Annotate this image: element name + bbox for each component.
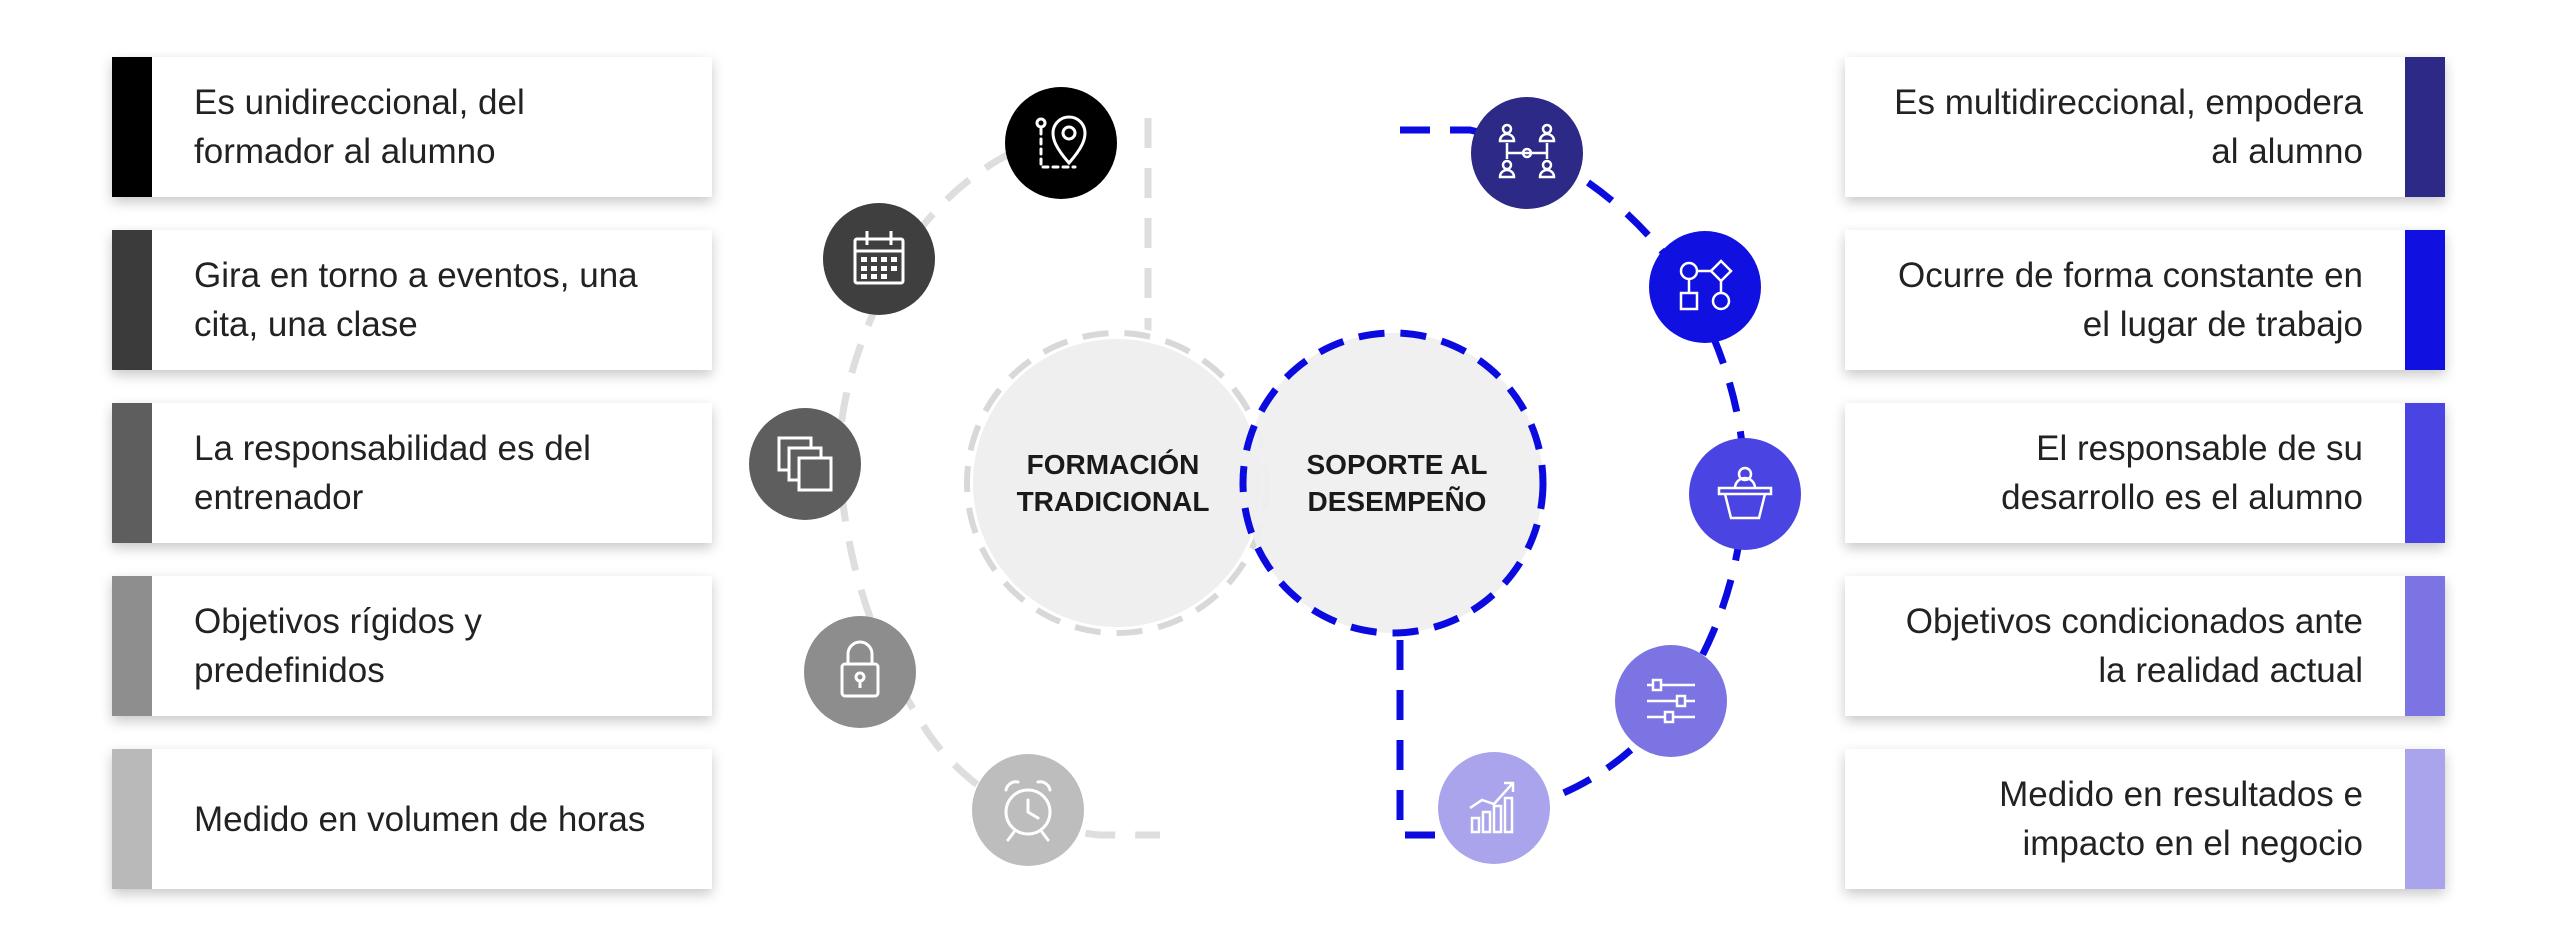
right-card-1: Es multidireccional, empodera al alumno (1845, 57, 2445, 197)
right-card-4-text: Objetivos condicionados ante la realidad… (1905, 602, 2363, 690)
right-card-5-bar (2405, 749, 2445, 889)
left-card-5-text: Medido en volumen de horas (194, 799, 646, 839)
venn-right-label: SOPORTE AL DESEMPEÑO (1306, 449, 1488, 517)
left-connector-path (835, 118, 1160, 839)
right-card-2-bar (2405, 230, 2445, 370)
left-card-2-bar (112, 230, 152, 370)
left-card-4-text: Objetivos rígidos y predefinidos (194, 602, 482, 690)
venn-left-label: FORMACIÓN TRADICIONAL (1016, 449, 1210, 517)
left-card-3-bar (112, 403, 152, 543)
team-network-icon (1471, 97, 1583, 209)
right-card-3-bar (2405, 403, 2445, 543)
left-card-1: Es unidireccional, del formador al alumn… (112, 57, 712, 197)
right-card-1-bar (2405, 57, 2445, 197)
left-card-2: Gira en torno a eventos, una cita, una c… (112, 230, 712, 370)
right-card-4-bar (2405, 576, 2445, 716)
left-card-4-bar (112, 576, 152, 716)
calendar-icon (823, 203, 935, 315)
left-card-5: Medido en volumen de horas (112, 749, 712, 889)
right-card-5: Medido en resultados e impacto en el neg… (1845, 749, 2445, 889)
copy-squares-icon (749, 408, 861, 520)
padlock-icon (804, 616, 916, 728)
left-card-5-bar (112, 749, 152, 889)
venn-right-circle (1239, 329, 1547, 637)
map-route-icon (1005, 87, 1117, 199)
sliders-icon (1615, 645, 1727, 757)
flowchart-icon (1649, 231, 1761, 343)
left-card-4: Objetivos rígidos y predefinidos (112, 576, 712, 716)
left-card-1-text: Es unidireccional, del formador al alumn… (194, 83, 525, 171)
presenter-podium-icon (1689, 438, 1801, 550)
alarm-clock-icon (972, 754, 1084, 866)
left-card-2-text: Gira en torno a eventos, una cita, una c… (194, 256, 638, 344)
right-card-3-text: El responsable de su desarrollo es el al… (2001, 429, 2363, 517)
left-card-1-bar (112, 57, 152, 197)
right-card-4: Objetivos condicionados ante la realidad… (1845, 576, 2445, 716)
growth-chart-icon (1438, 752, 1550, 864)
right-card-5-text: Medido en resultados e impacto en el neg… (1999, 775, 2363, 863)
right-card-2: Ocurre de forma constante en el lugar de… (1845, 230, 2445, 370)
right-card-3: El responsable de su desarrollo es el al… (1845, 403, 2445, 543)
right-card-1-text: Es multidireccional, empodera al alumno (1894, 83, 2363, 171)
left-card-3-text: La responsabilidad es del entrenador (194, 429, 591, 517)
left-card-3: La responsabilidad es del entrenador (112, 403, 712, 543)
right-card-2-text: Ocurre de forma constante en el lugar de… (1898, 256, 2363, 344)
